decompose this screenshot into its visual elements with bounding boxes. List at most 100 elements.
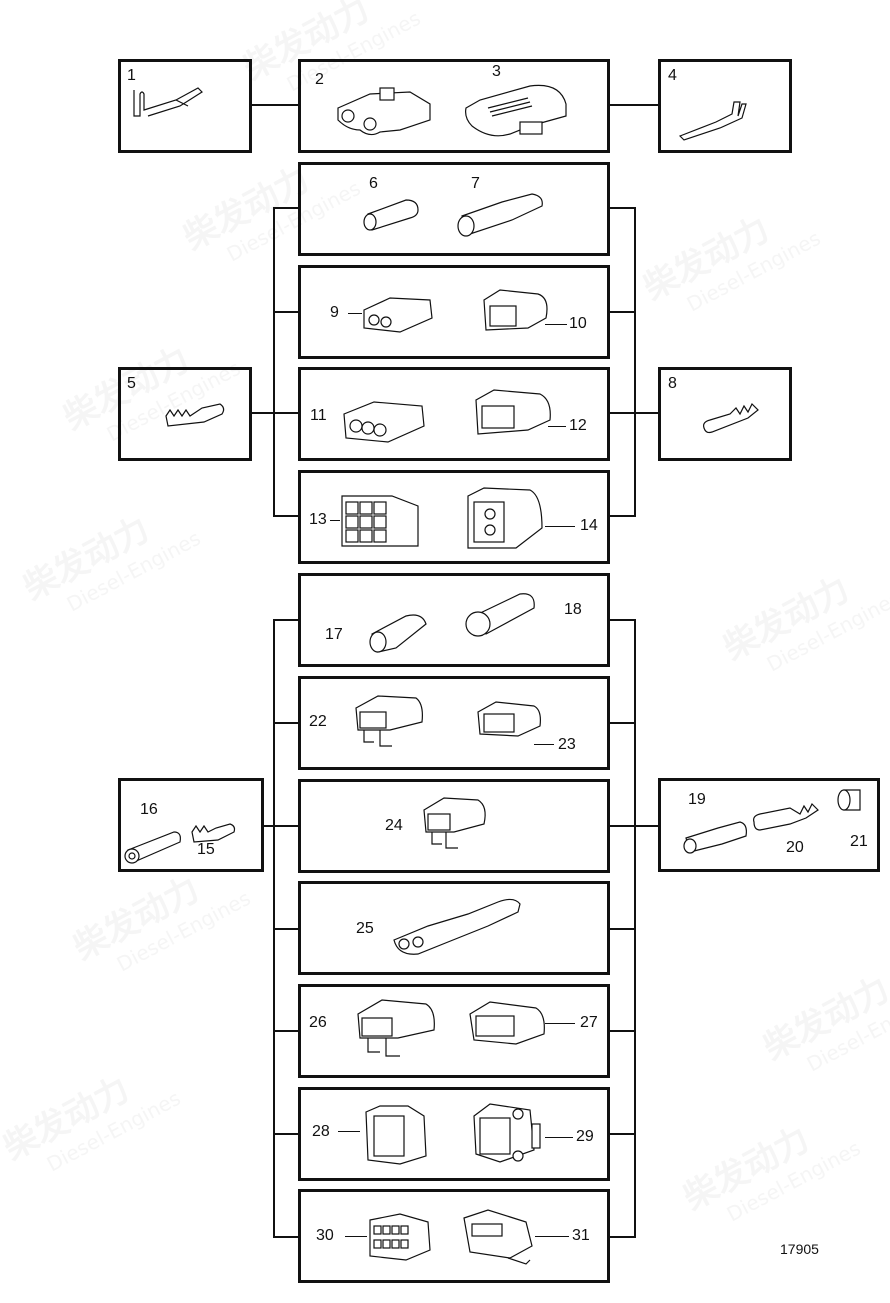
part-box-8 xyxy=(658,367,792,461)
callout-30: 30 xyxy=(316,1227,334,1244)
terminal-pin-icon xyxy=(133,87,203,117)
leader-line xyxy=(534,744,554,745)
callout-21: 21 xyxy=(850,833,868,850)
callout-5: 5 xyxy=(127,375,136,392)
callout-19: 19 xyxy=(688,791,706,808)
bracket-tick xyxy=(610,619,636,621)
callout-13: 13 xyxy=(309,511,327,528)
callout-10: 10 xyxy=(569,315,587,332)
part-box-17-18 xyxy=(298,573,610,667)
bracket-tick xyxy=(273,1030,300,1032)
callout-27: 27 xyxy=(580,1014,598,1031)
callout-4: 4 xyxy=(668,67,677,84)
terminal-housing-icon xyxy=(369,614,427,653)
leader-line xyxy=(545,1023,575,1024)
part-box-2-3 xyxy=(298,59,610,153)
ring-icon xyxy=(837,789,861,811)
leader-line xyxy=(338,1131,360,1132)
part-box-5 xyxy=(118,367,252,461)
terminal-icon xyxy=(165,403,225,427)
part-box-13-14 xyxy=(298,470,610,564)
callout-31: 31 xyxy=(572,1227,590,1244)
bracket-tick xyxy=(273,207,300,209)
part-box-15-16 xyxy=(118,778,264,872)
part-box-24 xyxy=(298,779,610,873)
part-box-19-20-21 xyxy=(658,778,880,872)
callout-3: 3 xyxy=(492,63,501,80)
part-box-30-31 xyxy=(298,1189,610,1283)
callout-8: 8 xyxy=(668,375,677,392)
terminal-icon xyxy=(753,802,819,831)
part-box-28-29 xyxy=(298,1087,610,1181)
sleeve-icon xyxy=(124,831,181,864)
leader-line xyxy=(545,1137,573,1138)
callout-16: 16 xyxy=(140,801,158,818)
bracket-tick xyxy=(610,1030,636,1032)
bracket-tick xyxy=(610,1133,636,1135)
callout-6: 6 xyxy=(369,175,378,192)
callout-25: 25 xyxy=(356,920,374,937)
bracket-tick xyxy=(610,207,636,209)
connector-line xyxy=(252,104,300,106)
leader-line xyxy=(345,1236,367,1237)
connector-housing-icon xyxy=(365,1105,427,1165)
bracket-tick xyxy=(273,515,300,517)
callout-29: 29 xyxy=(576,1128,594,1145)
callout-7: 7 xyxy=(471,175,480,192)
connector-line xyxy=(635,412,659,414)
callout-18: 18 xyxy=(564,601,582,618)
connector-housing-icon xyxy=(357,999,435,1057)
part-box-22-23 xyxy=(298,676,610,770)
bracket-tick xyxy=(610,1236,636,1238)
bracket-tick xyxy=(610,515,636,517)
leader-line xyxy=(545,526,575,527)
part-box-6-7 xyxy=(298,162,610,256)
bracket-right xyxy=(634,207,636,516)
callout-2: 2 xyxy=(315,71,324,88)
bracket-tick xyxy=(273,311,300,313)
callout-23: 23 xyxy=(558,736,576,753)
callout-22: 22 xyxy=(309,713,327,730)
terminal-socket-icon xyxy=(678,101,747,141)
bracket-tick xyxy=(273,412,300,414)
connector-cover-icon xyxy=(477,701,541,737)
connector-housing-icon xyxy=(363,297,433,333)
connector-housing-icon xyxy=(423,797,486,849)
connector-plug-icon xyxy=(473,1103,541,1163)
connector-plug-icon xyxy=(465,84,567,137)
connector-grid-icon xyxy=(341,495,419,547)
connector-plug-icon xyxy=(467,487,543,549)
connector-line xyxy=(252,412,274,414)
bracket-tick xyxy=(273,1236,300,1238)
leader-line xyxy=(535,1236,569,1237)
terminal-icon xyxy=(191,823,236,843)
callout-24: 24 xyxy=(385,817,403,834)
boot-seal-icon xyxy=(393,898,521,955)
connector-line xyxy=(635,825,659,827)
connector-plug-icon xyxy=(463,1209,533,1265)
callout-26: 26 xyxy=(309,1014,327,1031)
part-box-9-10 xyxy=(298,265,610,359)
bracket-tick xyxy=(273,928,300,930)
bracket-tick xyxy=(610,928,636,930)
bracket-tick xyxy=(610,311,636,313)
callout-15: 15 xyxy=(197,841,215,858)
callout-11: 11 xyxy=(310,407,327,424)
bracket-tick xyxy=(273,722,300,724)
connector-plug-icon xyxy=(483,289,548,331)
part-box-25 xyxy=(298,881,610,975)
callout-9: 9 xyxy=(330,304,339,321)
part-box-4 xyxy=(658,59,792,153)
connector-line xyxy=(610,104,660,106)
callout-14: 14 xyxy=(580,517,598,534)
leader-line xyxy=(548,426,566,427)
connector-housing-icon xyxy=(355,695,423,747)
connector-housing-icon xyxy=(337,87,431,136)
bracket-tick xyxy=(610,412,636,414)
